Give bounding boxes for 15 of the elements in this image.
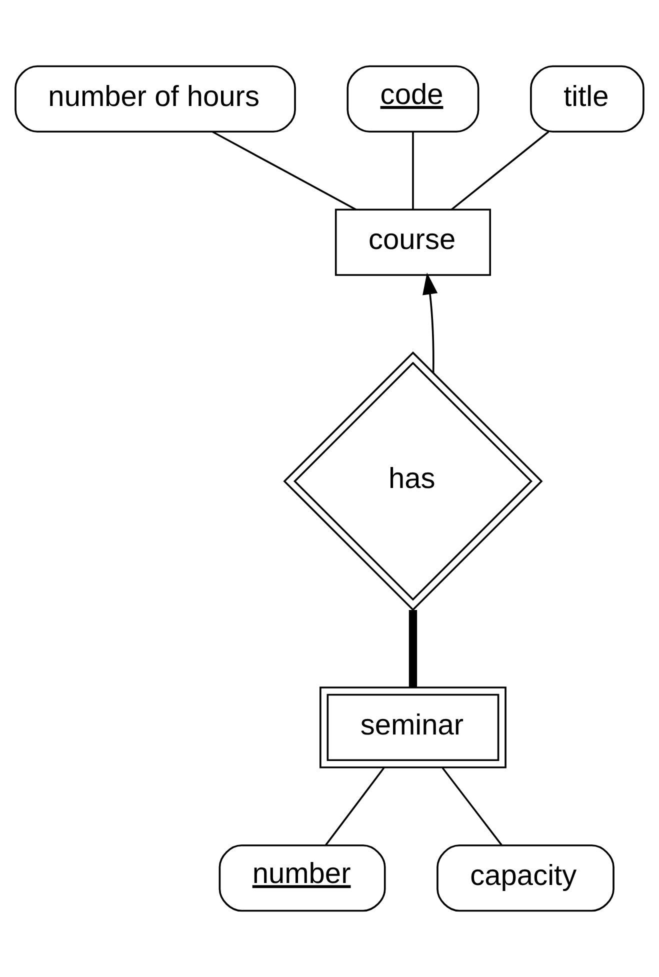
connector xyxy=(442,767,503,846)
connector xyxy=(324,767,385,846)
arrow xyxy=(422,272,438,373)
connector xyxy=(212,130,356,210)
node-box: number of hours xyxy=(14,65,296,132)
node-box: code xyxy=(346,65,480,132)
connector xyxy=(412,132,414,210)
node-box: number xyxy=(218,844,386,912)
node-diamond: has xyxy=(283,351,543,612)
node-box: seminar xyxy=(320,686,506,768)
node-box: title xyxy=(530,65,644,132)
connector xyxy=(450,131,550,210)
node-box: capacity xyxy=(436,844,614,912)
connector xyxy=(408,610,418,688)
node-box: course xyxy=(334,208,492,276)
